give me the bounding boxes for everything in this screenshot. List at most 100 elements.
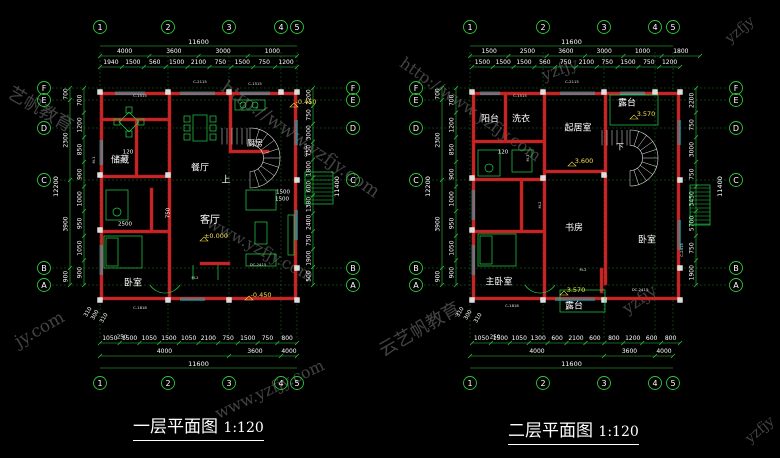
tick: [310, 157, 316, 162]
axis-label: E: [350, 96, 355, 105]
dimension-label: 900: [449, 267, 456, 279]
axis-label: 4: [278, 379, 283, 388]
axis-bottom-1: 1: [93, 376, 107, 390]
column: [165, 297, 171, 303]
axis-circle: [463, 20, 477, 34]
tick: [146, 53, 152, 59]
wall-interior: [471, 139, 545, 144]
dimension-label: 850: [449, 144, 456, 156]
axis-circle: [37, 261, 51, 275]
axis-right-F: F: [729, 81, 743, 95]
axis-circle: [37, 93, 51, 107]
axis-left-B: B: [409, 261, 423, 275]
tick: [453, 110, 459, 115]
tick: [583, 340, 588, 346]
dimension-label: 750: [222, 335, 234, 342]
axis-label: 1: [467, 379, 472, 388]
dimension-label: 500: [306, 270, 313, 282]
stair-tread: [633, 131, 639, 147]
tick: [310, 228, 316, 234]
tick: [67, 85, 73, 91]
tick: [275, 340, 280, 346]
axis-left-F: F: [409, 81, 423, 95]
axis-right-C: C: [729, 173, 743, 187]
opening-code: M-1: [91, 156, 96, 164]
wall-interior: [99, 117, 169, 122]
level-mark: 3.570: [629, 110, 655, 120]
room-label: 卧室: [638, 234, 656, 246]
opening-code: C-1515: [248, 81, 262, 86]
tick: [294, 340, 300, 346]
axis-circle: [290, 376, 304, 390]
dimension-label: 1000: [77, 191, 84, 206]
axis-circle: [409, 173, 423, 187]
tick: [697, 53, 703, 59]
level-mark: 3.570: [559, 286, 585, 296]
dimension-label: 2100: [191, 59, 206, 66]
axis-circle: [666, 20, 680, 34]
dimension-label: 4000: [656, 348, 671, 355]
opening-code: DC-2415: [632, 287, 649, 292]
axis-right-B: B: [346, 261, 360, 275]
axis-circle: [729, 81, 743, 95]
column: [469, 297, 475, 303]
dimension-label: 2100: [201, 335, 216, 342]
tick: [196, 340, 201, 346]
dimension-label: 3450: [689, 191, 696, 206]
tick: [310, 193, 316, 198]
chair: [125, 106, 133, 114]
tick: [272, 64, 278, 70]
axis-label: E: [413, 96, 418, 105]
terrace-area: [559, 289, 606, 313]
dimension-label: 750: [306, 109, 313, 121]
kitchen-counter: [234, 99, 266, 111]
bay-window: [149, 284, 181, 294]
coffee-table: [254, 221, 268, 245]
room-label: 储藏: [111, 154, 129, 166]
dimension-total-left: 12200: [424, 176, 432, 197]
tick: [693, 134, 699, 140]
axis-right-C: C: [346, 173, 360, 187]
stair-tread: [641, 149, 657, 155]
dining-chair: [209, 115, 217, 123]
tick: [693, 258, 699, 263]
tick: [453, 85, 459, 91]
furniture: [103, 99, 334, 294]
axis-left-D: D: [37, 121, 51, 135]
windows: [99, 91, 298, 301]
small-dimension: 120: [123, 150, 134, 156]
axis-circle: [290, 20, 304, 34]
axis-circle: [729, 278, 743, 292]
stove: [251, 101, 259, 109]
tick: [310, 121, 316, 127]
sofa-set: [245, 189, 277, 211]
tick: [511, 64, 516, 70]
dimension-label: 800: [608, 335, 620, 342]
axis-label: E: [41, 96, 46, 105]
wall-interior: [134, 117, 139, 179]
axis-circle: [222, 20, 236, 34]
stair-tread: [253, 170, 260, 187]
axis-label: 1: [97, 379, 102, 388]
dimension-label: 800: [665, 335, 677, 342]
small-dimension: 310: [83, 306, 94, 319]
dimension-label: 1500: [516, 59, 531, 66]
axis-top-2: 2: [161, 20, 175, 34]
second-floor-scale: 1:120: [598, 424, 639, 440]
axis-left-F: F: [37, 81, 51, 95]
axis-label: 5: [670, 379, 675, 388]
room-label: 下: [616, 143, 624, 152]
dimension-label: 1200: [449, 117, 456, 132]
dimension-label: 750: [258, 59, 270, 66]
columns: [97, 89, 300, 303]
windows: [471, 91, 681, 301]
axis-top-5: 5: [290, 20, 304, 34]
dimension-label: 1900: [689, 265, 696, 280]
axis-bottom-4: 4: [274, 376, 288, 390]
opening-code: C-1515: [133, 93, 147, 98]
room-label: 主卧室: [485, 276, 512, 288]
axis-right-D: D: [346, 121, 360, 135]
room-label: 上: [221, 175, 230, 186]
